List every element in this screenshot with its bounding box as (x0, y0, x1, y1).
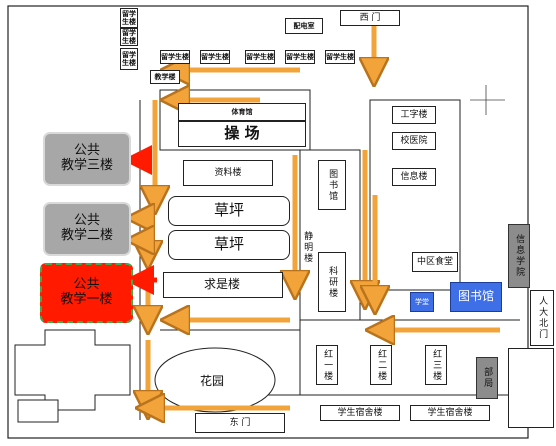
top-small-building-1: 留学生楼 (120, 8, 138, 28)
power-room: 配电室 (285, 18, 323, 34)
route-arrows (140, 25, 500, 408)
east-outside-block (508, 348, 554, 428)
top-small-building-3: 留学生楼 (120, 48, 138, 70)
top-small-building-9: 教学楼 (150, 70, 180, 84)
info-building: 信息楼 (392, 168, 436, 186)
public-teaching-building-3: 公共 教学三楼 (43, 132, 131, 186)
student-dorm-2: 学生宿舍楼 (410, 405, 490, 421)
cross-building (14, 329, 131, 411)
department-building: 部局 (476, 357, 498, 399)
playground: 操 场 (178, 121, 306, 147)
info-school: 信息学院 (508, 224, 530, 288)
top-small-building-2: 留学生楼 (120, 28, 138, 46)
small-building-left (17, 399, 59, 423)
top-small-building-5: 留学生楼 (200, 50, 230, 64)
hong-san-building: 红三楼 (425, 345, 447, 385)
hong-yi-building: 红一楼 (316, 345, 338, 385)
east-gate: 东 门 (195, 413, 285, 433)
garden-label: 花园 (200, 374, 225, 388)
public-teaching-building-1: 公共 教学一楼 (40, 263, 133, 323)
west-gate: 西 门 (340, 10, 400, 26)
lawn-2: 草坪 (168, 230, 290, 260)
public-teaching-building-2: 公共 教学二楼 (43, 202, 131, 256)
campus-boundary (7, 5, 529, 439)
jingming-building: 静明楼 (302, 230, 313, 264)
ziliao-building: 资料楼 (183, 160, 273, 186)
hong-er-building: 红二楼 (370, 345, 392, 385)
red-arrows (122, 145, 157, 295)
qiushi-building: 求是楼 (163, 272, 283, 298)
top-small-building-7: 留学生楼 (285, 50, 315, 64)
gongzi-building: 工字楼 (392, 106, 436, 124)
library: 图书馆 (450, 282, 502, 312)
library-old: 图书馆 (318, 160, 346, 210)
student-dorm-1: 学生宿舍楼 (320, 405, 400, 421)
hospital: 校医院 (392, 132, 436, 150)
top-small-building-8: 留学生楼 (325, 50, 355, 64)
gymnasium: 体育馆 (178, 103, 306, 121)
garden-ellipse (154, 347, 276, 413)
central-canteen: 中区食堂 (412, 252, 458, 272)
lawn-1: 草坪 (168, 196, 290, 226)
top-small-building-6: 留学生楼 (245, 50, 275, 64)
renmin-north-gate: 人大北门 (530, 290, 554, 346)
research-building: 科研楼 (318, 252, 346, 312)
top-small-building-4: 留学生楼 (160, 50, 190, 64)
small-blue-building: 学堂 (410, 292, 434, 312)
